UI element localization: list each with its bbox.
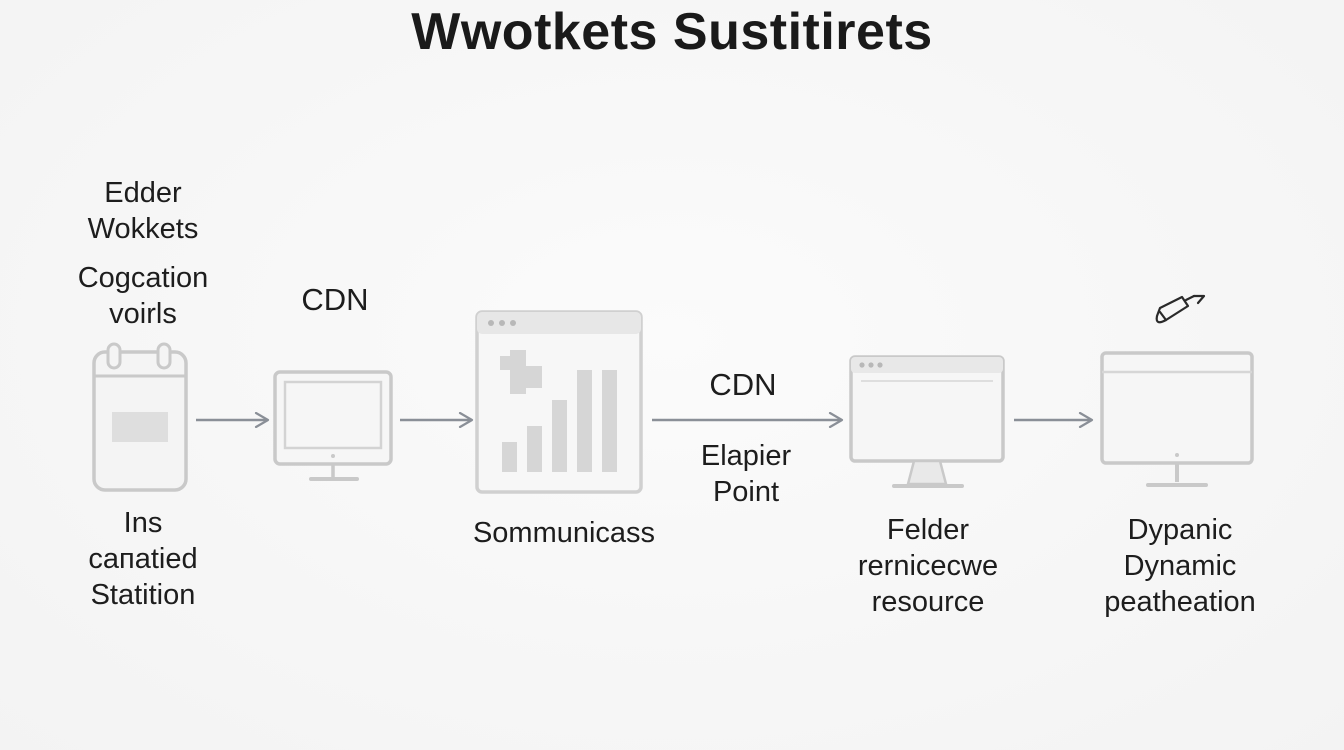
label-cdn-top: CDN	[301, 282, 369, 317]
browser-monitor-icon	[849, 355, 1005, 488]
label-ins: Ins caпatied Statition	[88, 507, 198, 611]
label-edder: Edder Wokkets	[87, 177, 199, 245]
label-felder: Felder rernicecwe resource	[857, 514, 999, 618]
dashboard-window-icon	[475, 310, 643, 494]
final-monitor-icon	[1100, 351, 1254, 487]
label-cdn-mid: CDN	[709, 367, 777, 402]
label-dypanic: Dypanic Dynamic peatheation	[1104, 514, 1256, 618]
label-cogcation: Cogcation voirls	[77, 262, 209, 330]
pencil-eraser-icon	[1155, 294, 1206, 324]
label-elapier: Elapier Point	[700, 440, 792, 508]
label-sommunicass: Sommunicass	[472, 517, 656, 549]
diagram-title: Wwotkets Sustitirets	[411, 3, 933, 61]
monitor-icon	[273, 370, 393, 481]
device-icon	[92, 342, 188, 492]
